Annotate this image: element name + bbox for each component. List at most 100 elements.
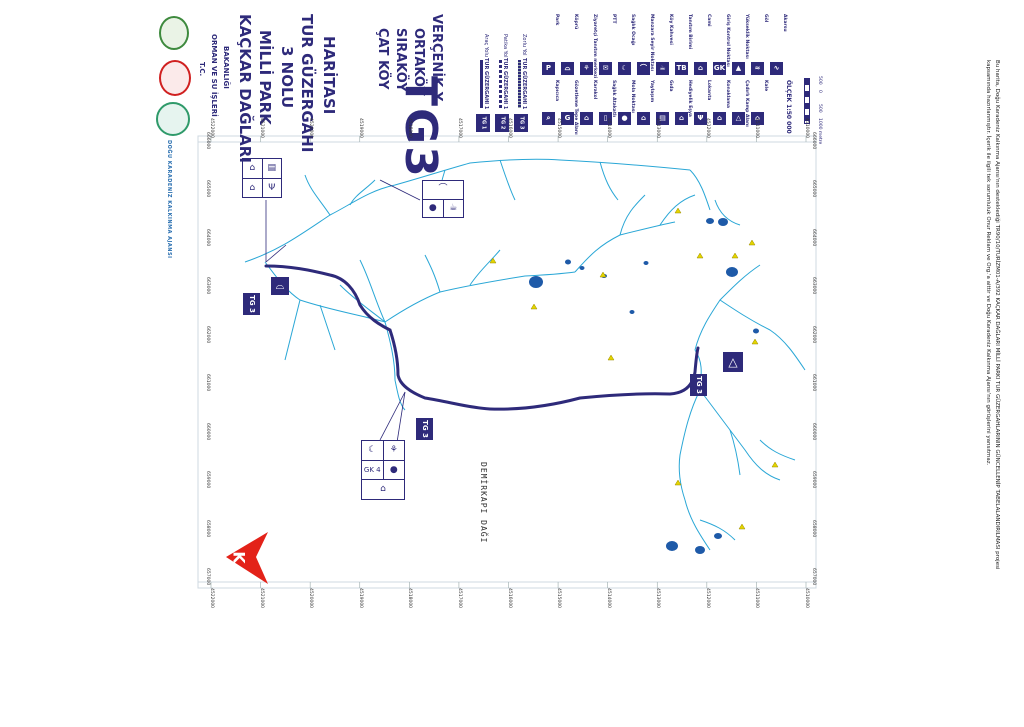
- org-line-3: BAKANLIĞI: [222, 46, 230, 89]
- org-line-2: ORMAN VE SU İŞLERİ: [210, 34, 218, 117]
- footer-line-2: kapsamında hazırlanmıştır. İçerik ile il…: [985, 60, 991, 466]
- legend-route-line: [480, 60, 483, 108]
- legend-icon-label: Karakol: [592, 80, 597, 100]
- legend-icon: GK: [713, 62, 726, 75]
- map-line-3: HARİTASI: [320, 36, 338, 115]
- easting-tick-label: 4512000: [704, 588, 710, 609]
- easting-tick-label: 4510000: [804, 588, 809, 609]
- lodging-icon: Ψ: [262, 178, 281, 197]
- kackar-park-logo-icon: [156, 102, 190, 136]
- scale-tick-label: 500: [817, 104, 822, 113]
- easting-tick-label: 4513000: [655, 588, 661, 609]
- legend-icon-label: Yükseklik Noktası: [744, 14, 749, 59]
- legend-route-code: TG 2: [498, 116, 505, 130]
- easting-tick-label: 4522000: [209, 588, 214, 609]
- poi-box-camp: △: [723, 352, 743, 372]
- viewpoint-icon: ⌒: [423, 181, 463, 199]
- easting-tick-label: 4514000: [605, 588, 611, 609]
- legend-icon: ⌂: [751, 112, 764, 125]
- northing-tick-label: 659000: [205, 471, 210, 489]
- legend-route-code: TG 3: [517, 116, 524, 130]
- legend-icon-label: Hediyelik Eşya: [687, 80, 692, 117]
- legend-route-label: TUR GÜZERGAHI 1: [502, 58, 508, 110]
- legend-icon-label: PTT: [611, 14, 616, 24]
- org-line-1: T.C.: [198, 62, 206, 77]
- legend-icon: Ψ: [694, 112, 707, 125]
- summit-markers: [489, 207, 779, 530]
- coordinate-ticks: [210, 136, 807, 588]
- scale-bar: [804, 78, 810, 124]
- legend-route-kind: Zorlu Yol: [521, 34, 527, 56]
- legend-icon: ☾: [618, 62, 631, 75]
- legend-icon: ●: [618, 112, 631, 125]
- legend-icon-label: Giriş Kontrol Noktası: [725, 14, 730, 67]
- northing-tick-label: 658000: [205, 519, 210, 537]
- legend-icon: ▤: [656, 112, 669, 125]
- river-network: [244, 158, 806, 551]
- legend-route-label: TUR GÜZERGAHI 1: [483, 58, 489, 110]
- bridge-icon: ⌓: [275, 279, 285, 292]
- legend-icon-label: Konaklama: [725, 80, 730, 109]
- rest-point-icon: ●: [383, 460, 404, 480]
- gift-icon: ⌂: [243, 178, 262, 197]
- northing-tick-label: 657000: [811, 568, 816, 586]
- north-arrow-letter: K: [229, 551, 249, 564]
- easting-tick-label: 4517000: [456, 118, 462, 139]
- easting-tick-label: 4520000: [308, 588, 314, 609]
- legend-icon: △: [732, 112, 745, 125]
- legend-icon: ⌂: [713, 112, 726, 125]
- scale-tick-label: 1000 metre: [817, 118, 822, 145]
- legend-icon: ☕: [656, 62, 669, 75]
- legend-icon: ✉: [599, 62, 612, 75]
- easting-tick-label: 4516000: [506, 588, 512, 609]
- easting-tick-label: 4511000: [754, 588, 760, 609]
- northing-tick-label: 663000: [205, 277, 210, 295]
- legend-icon: G: [561, 112, 574, 125]
- visitor-center-icon: ⚘: [383, 441, 404, 460]
- legend-route-badge: TG 1: [476, 114, 490, 132]
- legend-icon-label: Gıda: [668, 80, 673, 92]
- easting-tick-label: 4515000: [556, 588, 562, 609]
- route-tg3: [264, 264, 700, 411]
- mountain-label: DEMİRKAPI DAĞI: [479, 462, 488, 544]
- legend-icon: ⌂: [637, 112, 650, 125]
- cafe-icon: ☕: [443, 199, 463, 217]
- northing-tick-label: 664000: [205, 228, 210, 247]
- scale-tick-label: 0: [817, 90, 822, 93]
- easting-tick-label: 4510000: [804, 118, 809, 139]
- legend-icon-label: Manzara Seyir Noktası: [649, 14, 654, 72]
- legend-route-badge: TG 3: [514, 114, 528, 132]
- northing-tick-label: 658000: [811, 519, 816, 537]
- footer-line-1: Bu harita, Doğu Karadeniz Kalkınma Ajans…: [994, 60, 1000, 570]
- legend-icon-label: Sağlık Ocağı: [630, 14, 635, 46]
- easting-tick-label: 4519000: [357, 118, 363, 139]
- legend-icon-label: Kapıcıca: [554, 80, 559, 102]
- easting-tick-label: 4514000: [605, 118, 611, 139]
- legend-icon: P: [542, 62, 555, 75]
- northing-tick-label: 663000: [811, 277, 816, 295]
- poi-box-bridge: ⌓: [271, 277, 289, 295]
- legend-icon-label: Cami: [706, 14, 711, 27]
- legend-icon: ≈: [751, 62, 764, 75]
- legend-route-line: [499, 60, 502, 108]
- legend-icon-label: Lokanta: [706, 80, 711, 101]
- legend-icon: ⌒: [637, 62, 650, 75]
- legend-route-label: TUR GÜZERGAHI 1: [521, 58, 527, 110]
- northing-tick-label: 664000: [811, 228, 816, 247]
- northing-tick-label: 662000: [811, 325, 816, 343]
- legend-route-badge: TG 2: [495, 114, 509, 132]
- northing-tick-label: 657000: [205, 568, 210, 586]
- rest-point-icon: ●: [423, 199, 443, 217]
- easting-tick-label: 4517000: [456, 588, 462, 609]
- northing-tick-label: 660000: [811, 422, 816, 440]
- northing-tick-label: 662000: [205, 325, 210, 343]
- village-icon: ⌂: [243, 159, 262, 178]
- northing-tick-label: 666000: [205, 132, 210, 150]
- easting-tick-label: 4521000: [258, 118, 264, 139]
- health-icon: ☾: [362, 441, 383, 460]
- legend-icon-label: Tanıtım Birimi: [687, 14, 692, 50]
- turkish-republic-emblem-icon: [159, 60, 191, 96]
- easting-tick-label: 4520000: [308, 118, 314, 139]
- legend-route-line: [518, 60, 521, 108]
